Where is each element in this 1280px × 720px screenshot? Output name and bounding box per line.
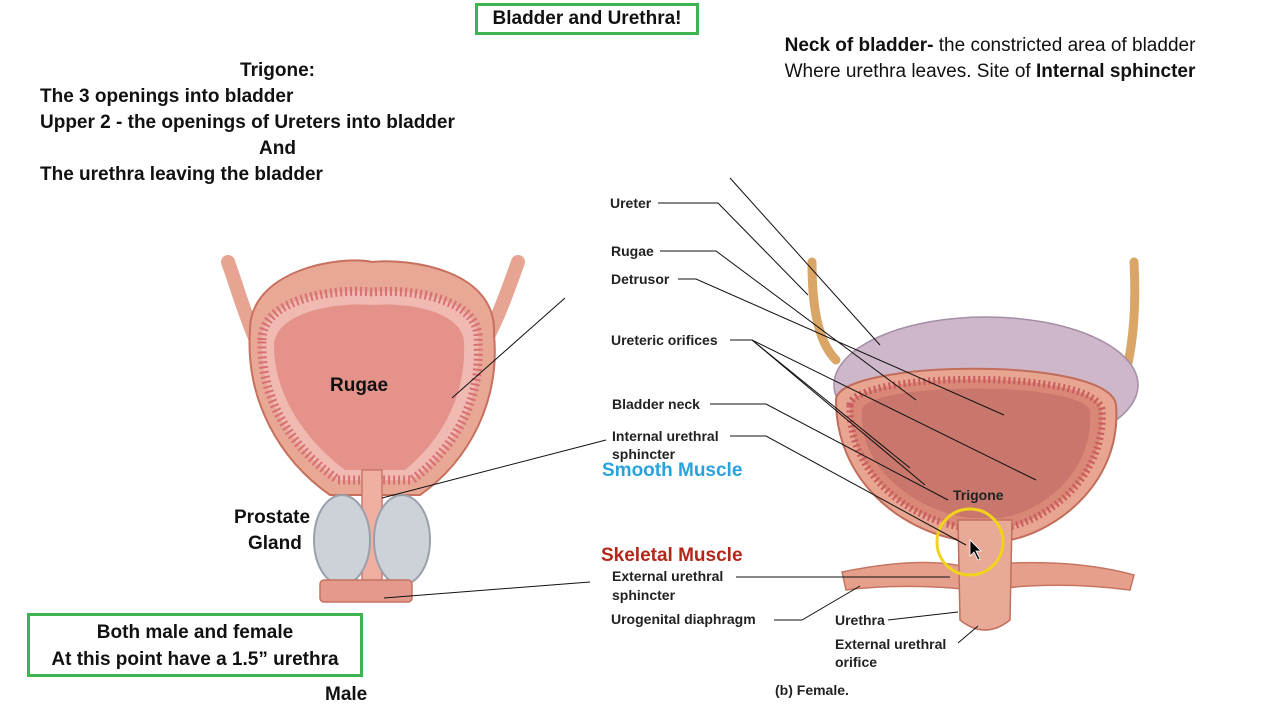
label-external-sphincter-2: sphincter <box>612 587 676 603</box>
neck-description: Neck of bladder- the constricted area of… <box>740 33 1240 85</box>
info-line-2: At this point have a 1.5” urethra <box>51 649 339 670</box>
label-bladder-neck: Bladder neck <box>612 396 700 412</box>
title-box: Bladder and Urethra! <box>475 3 699 35</box>
label-external-orifice-2: orifice <box>835 654 878 670</box>
label-urethra: Urethra <box>835 612 885 628</box>
female-caption: (b) Female. <box>775 682 849 698</box>
neck-rest-1: the constricted area of bladder <box>933 35 1196 56</box>
label-external-sphincter-1: External urethral <box>612 568 724 584</box>
female-bladder-illustration <box>807 257 1140 631</box>
neck-rest-2: Where urethra leaves. Site of <box>784 61 1036 82</box>
label-internal-sphincter-1: Internal urethral <box>612 428 719 444</box>
prostate-label-1: Prostate <box>234 507 311 528</box>
male-rugae-label: Rugae <box>330 375 389 396</box>
prostate-label-2: Gland <box>248 533 302 554</box>
trigone-heading: Trigone: <box>240 60 315 81</box>
smooth-muscle-label: Smooth Muscle <box>602 460 743 481</box>
label-ureteric-orifices: Ureteric orifices <box>611 332 718 348</box>
label-external-orifice-1: External urethral <box>835 636 947 652</box>
label-rugae: Rugae <box>611 243 654 259</box>
trigone-line-4: The urethra leaving the bladder <box>40 164 323 185</box>
trigone-line-1: The 3 openings into bladder <box>40 86 294 107</box>
trigone-line-2: Upper 2 - the openings of Ureters into b… <box>40 112 455 133</box>
male-bladder-illustration <box>221 255 525 603</box>
neck-line-2: Where urethra leaves. Site of Internal s… <box>740 59 1240 85</box>
leader-lines <box>381 177 1037 644</box>
label-internal-sphincter-2: sphincter <box>612 446 676 462</box>
trigone-description: Trigone: The 3 openings into bladder Upp… <box>40 58 520 188</box>
urethra-info-box: Both male and female At this point have … <box>27 613 363 677</box>
neck-bold-1: Neck of bladder- <box>784 35 934 56</box>
info-line-1: Both male and female <box>96 622 294 643</box>
skeletal-muscle-label: Skeletal Muscle <box>601 545 743 566</box>
neck-line-1: Neck of bladder- the constricted area of… <box>740 33 1240 59</box>
label-detrusor: Detrusor <box>611 271 670 287</box>
page-title: Bladder and Urethra! <box>492 8 682 29</box>
male-caption: Male <box>325 684 368 705</box>
label-trigone: Trigone <box>953 487 1004 503</box>
label-urogenital-diaphragm: Urogenital diaphragm <box>611 611 756 627</box>
neck-bold-2: Internal sphincter <box>1035 61 1196 82</box>
trigone-line-3: And <box>259 138 296 159</box>
label-ureter: Ureter <box>610 195 652 211</box>
